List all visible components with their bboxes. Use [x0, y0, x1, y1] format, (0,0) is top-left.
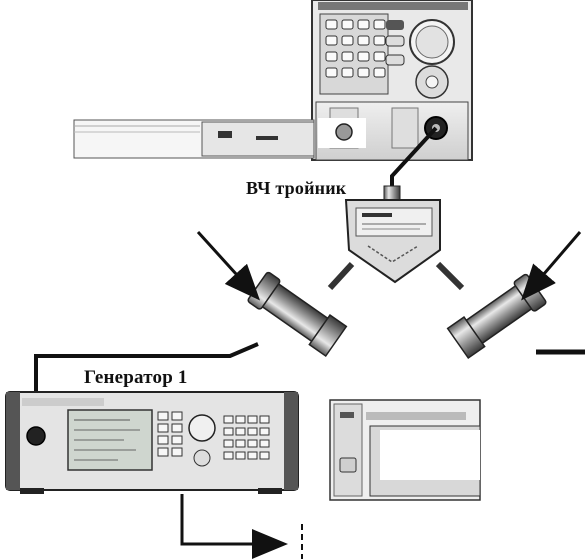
bottom-right-instrument [329, 399, 481, 501]
rf-tee-label: ВЧ тройник [246, 178, 347, 198]
generator-1 [5, 391, 299, 494]
rf-tee [344, 185, 441, 284]
keypad [325, 19, 386, 78]
pointer-arrow-right [521, 231, 582, 301]
generator-knob [188, 414, 216, 442]
left-adapter [247, 271, 348, 358]
generator-keys [157, 411, 270, 460]
rf-out-connector [26, 426, 46, 446]
generator-1-label: Генератор 1 [84, 367, 188, 388]
output-arrow [180, 494, 288, 559]
front-panel-strip [73, 118, 366, 159]
pointer-arrow-left [196, 230, 261, 301]
